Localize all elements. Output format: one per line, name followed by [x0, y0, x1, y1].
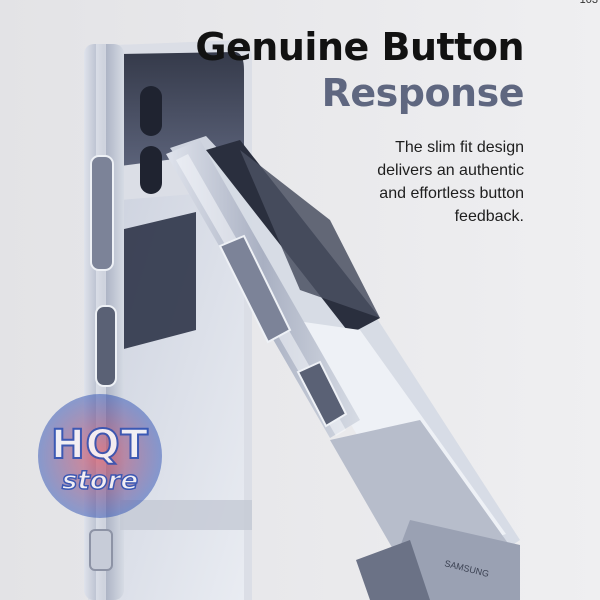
body-copy: The slim fit design delivers an authenti…: [324, 136, 524, 228]
body-line: and effortless button: [379, 185, 524, 202]
body-line: feedback.: [454, 208, 524, 225]
body-line: The slim fit design: [395, 139, 524, 156]
body-line: delivers an authentic: [377, 162, 524, 179]
watermark-top-text: HQT: [50, 421, 149, 469]
right-phone: SAMSUNG: [166, 136, 520, 600]
watermark: HQT store: [34, 398, 166, 516]
headline-line-2: Response: [321, 71, 525, 115]
watermark-logo: [38, 394, 162, 518]
watermark-bottom-text: store: [61, 465, 139, 497]
headline: Genuine Button Response: [195, 28, 524, 112]
corner-number: 103: [579, 0, 598, 6]
headline-line-1: Genuine Button: [195, 25, 524, 69]
